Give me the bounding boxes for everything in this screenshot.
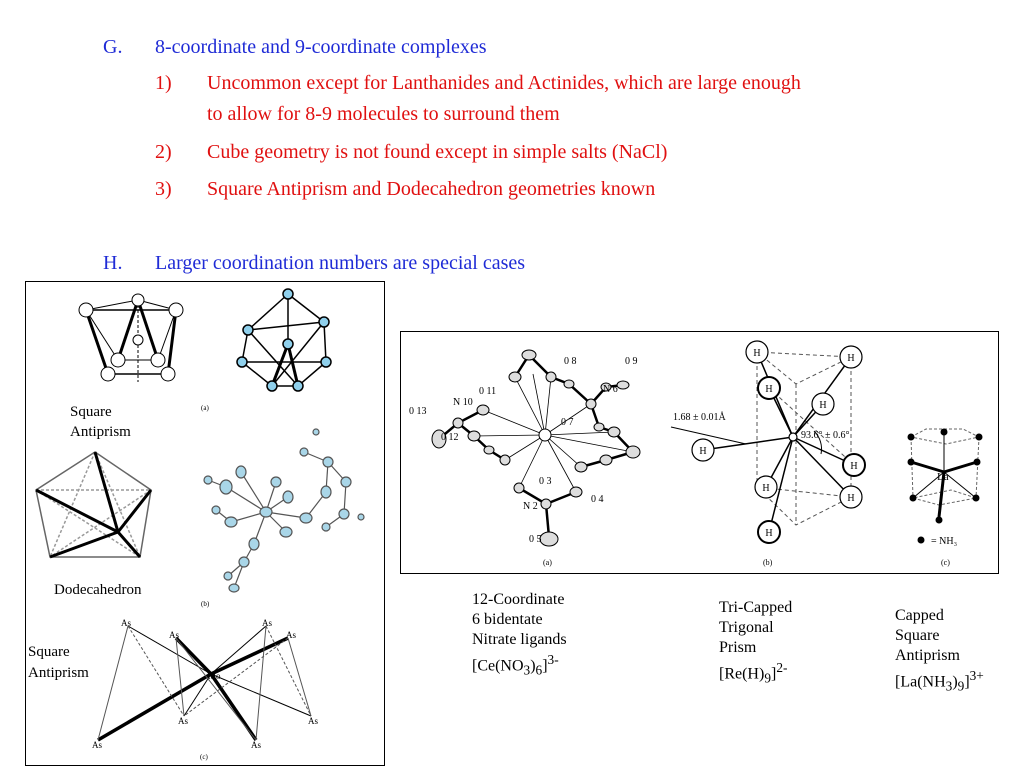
label-square-antiprism-2a: Square <box>28 644 70 660</box>
caption-la-line2: Square <box>895 627 940 644</box>
atom-label-h: H <box>847 493 854 504</box>
la-ammine-antiprism <box>909 428 981 518</box>
bond-angle-label: 93.6° ± 0.6° <box>801 430 850 441</box>
label-square-antiprism-2b: Antiprism <box>28 665 89 681</box>
caption-la-line1: Capped <box>895 607 944 624</box>
left-figure: (a) <box>25 281 385 766</box>
atom-label-o8: 0 8 <box>564 356 577 367</box>
item-1-line1: Uncommon except for Lanthanides and Acti… <box>207 72 801 94</box>
section-h-marker: H. <box>103 252 123 274</box>
ce-nitrate-ortep <box>431 349 641 547</box>
atom-label-o7: 0 7 <box>561 417 574 428</box>
atom-label-as: As <box>308 716 318 726</box>
caption-re-formula: [Re(H)9]2- <box>719 660 788 686</box>
section-g-marker: G. <box>103 36 123 58</box>
caption-ce-formula: [Ce(NO3)6]3- <box>472 652 559 678</box>
dodecahedron-drawing <box>35 451 153 559</box>
atom-label-as: As <box>169 630 179 640</box>
caption-re-line2: Trigonal <box>719 619 774 636</box>
right-figure: 0 13 N 10 0 11 0 12 0 8 0 9 N 6 0 7 0 3 … <box>400 331 999 574</box>
atom-label-h: H <box>765 528 772 539</box>
atom-label-o12: 0 12 <box>441 432 459 443</box>
caption-ce-line2: 6 bidentate <box>472 611 543 628</box>
atom-label-as: As <box>251 740 261 750</box>
nh3-legend: = NH₃ <box>931 536 957 547</box>
item-3-line1: Square Antiprism and Dodecahedron geomet… <box>207 178 656 200</box>
left-figure-drawing: (a) <box>35 288 365 761</box>
caption-la-line3: Antiprism <box>895 647 960 664</box>
caption-re-hydride: Tri-Capped Trigonal Prism [Re(H)9]2- <box>719 598 792 689</box>
atom-label-h: H <box>765 384 772 395</box>
atom-label-o5: 0 5 <box>529 534 542 545</box>
caption-re-line3: Prism <box>719 639 757 656</box>
label-square-antiprism-1b: Antiprism <box>70 424 131 440</box>
section-g-title: 8-coordinate and 9-coordinate complexes <box>155 36 487 58</box>
atom-label-h: H <box>819 400 826 411</box>
atom-label-as: As <box>178 716 188 726</box>
atom-label-o4: 0 4 <box>591 494 604 505</box>
square-antiprism-ortep <box>236 288 332 392</box>
item-3-number: 3) <box>155 178 172 200</box>
atom-label-o11: 0 11 <box>479 386 496 397</box>
section-h-title: Larger coordination numbers are special … <box>155 252 526 274</box>
item-1-number: 1) <box>155 72 172 94</box>
left-panel-c-label: (c) <box>200 753 208 761</box>
atom-label-n6: N 6 <box>603 384 618 395</box>
atom-label-as: As <box>92 740 102 750</box>
caption-la-formula: [La(NH3)9]3+ <box>895 668 984 694</box>
label-dodecahedron: Dodecahedron <box>54 582 142 598</box>
item-1-line2: to allow for 8-9 molecules to surround t… <box>207 103 560 125</box>
square-antiprism-model <box>78 293 184 382</box>
atom-label-o3: 0 3 <box>539 476 552 487</box>
atom-label-o9: 0 9 <box>625 356 638 367</box>
left-panel-b-label: (b) <box>201 600 210 608</box>
caption-la-ammine: Capped Square Antiprism [La(NH3)9]3+ <box>895 606 984 697</box>
atom-label-mo: Mo <box>208 671 221 681</box>
right-panel-c-label: (c) <box>941 558 950 567</box>
caption-re-line1: Tri-Capped <box>719 599 793 616</box>
atom-label-n2: N 2 <box>523 501 538 512</box>
left-panel-a-label: (a) <box>201 404 209 412</box>
atom-label-h: H <box>753 348 760 359</box>
atom-label-h: H <box>699 446 706 457</box>
atom-label-la: La <box>937 471 949 483</box>
bond-length-label: 1.68 ± 0.01Å <box>673 411 726 423</box>
item-2-line1: Cube geometry is not found except in sim… <box>207 141 668 163</box>
caption-ce-line1: 12-Coordinate <box>472 591 565 608</box>
right-panel-a-label: (a) <box>543 558 552 567</box>
label-square-antiprism-1a: Square <box>70 404 112 420</box>
caption-ce-nitrate: 12-Coordinate 6 bidentate Nitrate ligand… <box>472 590 567 681</box>
mo-as-antiprism <box>97 625 312 742</box>
atom-label-n10: N 10 <box>453 397 473 408</box>
dodecahedron-ortep <box>203 428 365 593</box>
atom-label-h: H <box>847 353 854 364</box>
atom-label-as: As <box>121 618 131 628</box>
atom-label-o13: 0 13 <box>409 406 427 417</box>
caption-ce-line3: Nitrate ligands <box>472 631 567 648</box>
atom-label-as: As <box>262 618 272 628</box>
atom-label-h: H <box>850 461 857 472</box>
right-panel-b-label: (b) <box>763 558 773 567</box>
right-figure-drawing: 0 13 N 10 0 11 0 12 0 8 0 9 N 6 0 7 0 3 … <box>409 340 983 567</box>
item-2-number: 2) <box>155 141 172 163</box>
atom-label-h: H <box>762 483 769 494</box>
atom-label-as: As <box>286 630 296 640</box>
